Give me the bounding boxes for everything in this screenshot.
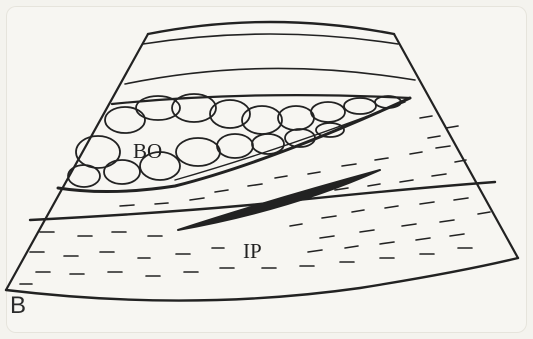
bottom-arc bbox=[6, 258, 518, 301]
fascia-line bbox=[30, 182, 495, 220]
bowel-loop bbox=[104, 160, 140, 184]
transducer-arc-outer bbox=[148, 22, 394, 34]
bowel-loop bbox=[105, 107, 145, 133]
bowel-loops bbox=[68, 94, 401, 187]
bowel-loop bbox=[278, 106, 314, 130]
bowel-loop bbox=[344, 98, 376, 114]
panel-letter: B bbox=[10, 292, 26, 320]
transducer-arc-inner bbox=[143, 34, 398, 44]
label-ip: IP bbox=[243, 239, 262, 263]
lens-structure bbox=[178, 170, 380, 230]
bowel-loop bbox=[176, 138, 220, 166]
bowel-loop bbox=[311, 102, 345, 122]
bowel-loop bbox=[217, 134, 253, 158]
bowel-loop bbox=[68, 165, 100, 187]
left-sector-edge bbox=[6, 34, 148, 290]
tissue-arc bbox=[125, 68, 415, 84]
label-bo: BO bbox=[133, 139, 162, 163]
